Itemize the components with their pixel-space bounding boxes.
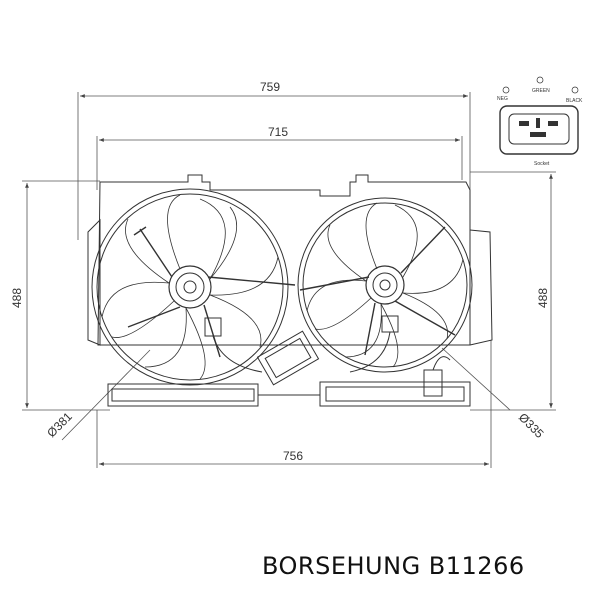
inner-width-dimension: 715 [268,125,288,139]
right-height-dimension: 488 [536,288,550,308]
connector-black-label: BLACK [566,98,583,104]
left-fan-struts [127,226,296,358]
left-height-dimension: 488 [10,288,24,308]
dimension-lines [22,92,556,468]
connector-pinout: NEG GREEN BLACK Socket [497,76,583,167]
connector-neg-label: NEG [497,96,508,102]
connector-socket-label: Socket [534,161,550,167]
control-module [204,315,451,397]
right-fan [297,197,473,373]
right-fan-struts [299,226,456,356]
left-fan [91,188,296,386]
left-fan-diameter: Ø381 [44,409,75,440]
brand-part-number: BORSEHUNG B11266 [262,552,525,580]
connector-green-label: GREEN [532,88,550,94]
right-fan-diameter: Ø335 [516,410,547,441]
right-fan-hub [365,265,405,305]
top-width-dimension: 759 [260,80,280,94]
fan-shroud-frame [87,174,493,407]
right-fan-blades [306,202,464,368]
left-fan-hub [168,265,212,309]
left-fan-blades [101,194,279,380]
bottom-width-dimension: 756 [283,449,303,463]
